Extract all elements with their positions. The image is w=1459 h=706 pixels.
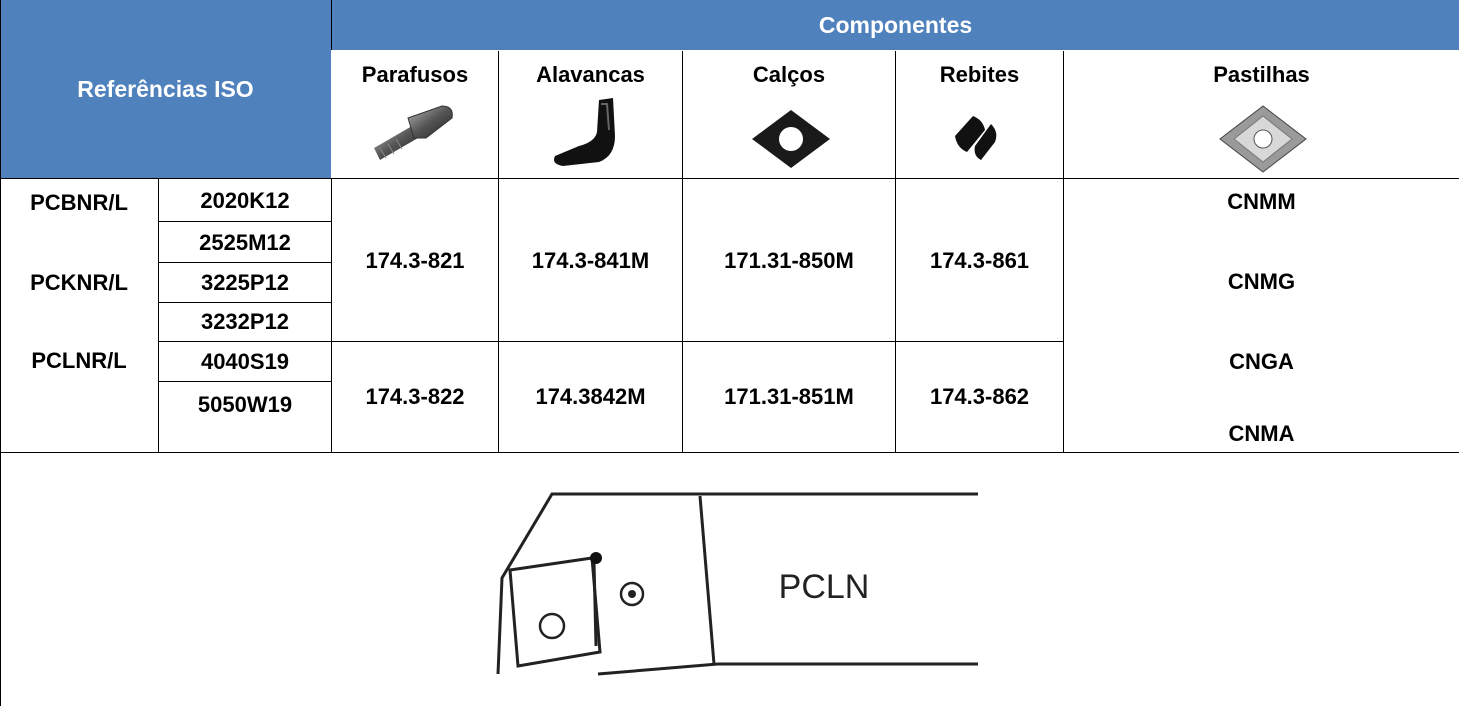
col-pastilhas: Pastilhas — [1213, 62, 1310, 87]
row-divider — [158, 341, 1064, 342]
shim-icon — [752, 110, 830, 168]
insert-code: CNMA — [1228, 421, 1295, 446]
components-header: Componentes — [332, 0, 1459, 50]
row-divider — [158, 221, 332, 222]
row-divider — [158, 262, 332, 263]
lever-part-group2: 174.3842M — [535, 384, 646, 409]
lever-part-group1: 174.3-841M — [531, 247, 650, 273]
row-divider — [158, 381, 332, 382]
col-alavancas: Alavancas — [536, 62, 645, 87]
screw-part-group1: 174.3-821 — [365, 247, 465, 273]
iso-header: Referências ISO — [0, 0, 331, 178]
iso-title: Referências ISO — [77, 75, 254, 102]
col-rebites: Rebites — [939, 62, 1020, 87]
tool-holder-drawing: PCLN — [496, 492, 978, 676]
size-row: 4040S19 — [200, 349, 290, 374]
header-col-divider — [331, 0, 332, 178]
holder-pcknr: PCKNR/L — [30, 270, 128, 295]
shim-part-group2: 171.31-851M — [724, 384, 854, 409]
row-divider — [0, 452, 1459, 453]
shim-part-group1: 171.31-850M — [724, 247, 854, 273]
lever-icon — [554, 98, 615, 166]
screw-part-group2: 174.3-822 — [365, 384, 465, 409]
col-parafusos: Parafusos — [361, 62, 469, 87]
col-divider — [895, 51, 896, 452]
col-calcos: Calços — [752, 62, 826, 87]
row-divider — [158, 302, 332, 303]
header-col-divider — [331, 0, 332, 50]
col-divider — [158, 178, 159, 452]
insert-code: CNGA — [1229, 349, 1294, 374]
insert-icon — [1219, 105, 1307, 173]
size-row: 3232P12 — [200, 309, 290, 334]
screw-icon — [374, 105, 453, 160]
size-row: 2525M12 — [199, 230, 291, 255]
col-divider — [498, 51, 499, 452]
col-divider — [331, 178, 332, 452]
drawing-label: PCLN — [779, 568, 870, 606]
holder-pclnr: PCLNR/L — [31, 348, 127, 373]
col-divider — [1063, 51, 1064, 452]
col-divider — [682, 51, 683, 452]
size-row: 2020K12 — [200, 188, 290, 213]
rivet-part-group1: 174.3-861 — [929, 247, 1030, 273]
size-row: 3225P12 — [200, 270, 290, 295]
header-divider — [332, 50, 1459, 51]
row-divider — [0, 178, 1459, 179]
rivet-icon — [955, 116, 997, 160]
size-row: 5050W19 — [197, 392, 293, 417]
insert-code: CNMM — [1227, 189, 1296, 214]
holder-pcbnr: PCBNR/L — [30, 190, 128, 215]
insert-code: CNMG — [1227, 269, 1296, 294]
rivet-part-group2: 174.3-862 — [929, 384, 1030, 409]
components-title: Componentes — [818, 11, 973, 38]
table-left-border — [0, 0, 1, 706]
